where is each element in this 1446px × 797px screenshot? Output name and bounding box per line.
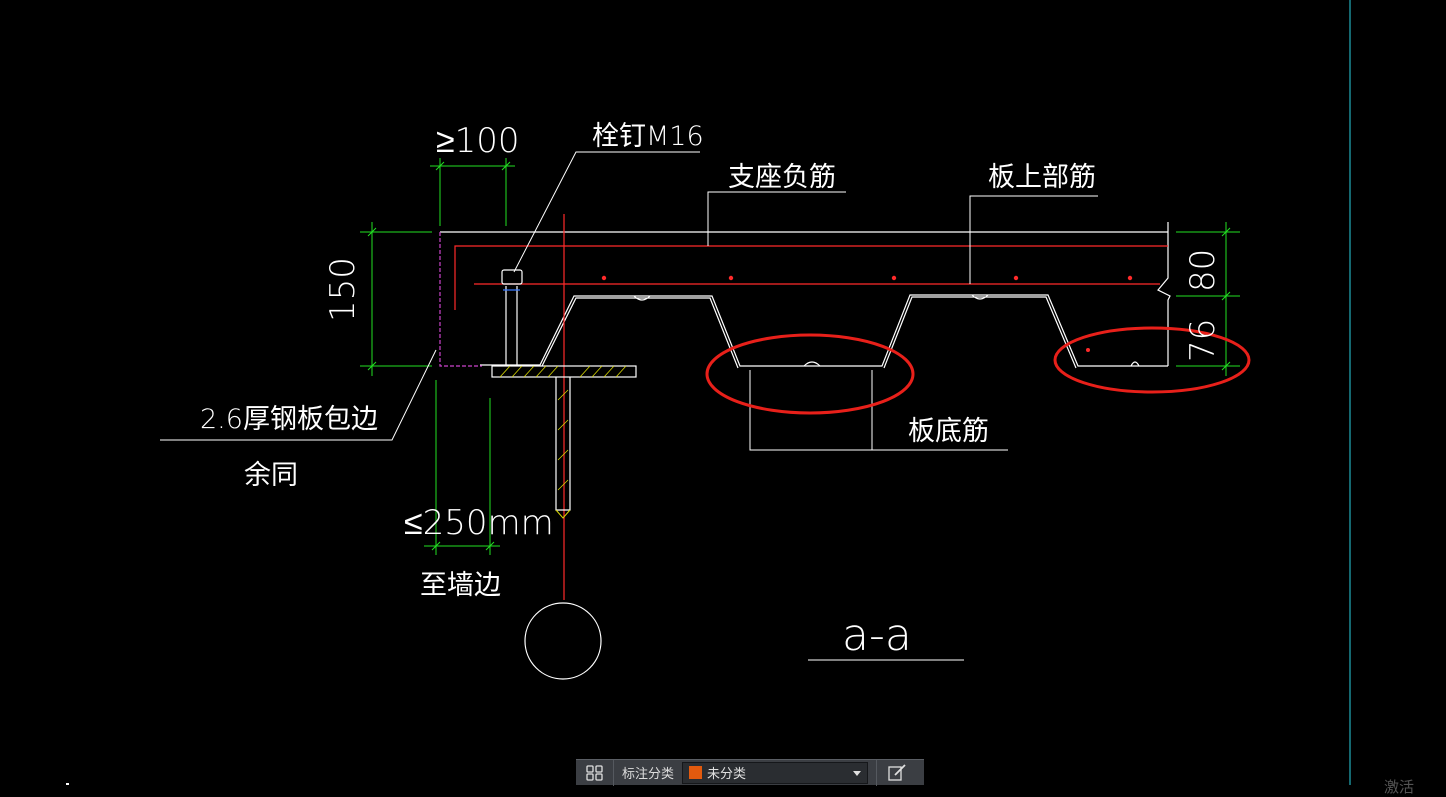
to-wall-edge-label: 至墙边 (420, 570, 501, 601)
same-below-label: 余同 (244, 460, 298, 491)
dimension-lines (360, 158, 1240, 555)
slab-outline (440, 222, 1171, 369)
grid-view-button[interactable] (576, 759, 614, 786)
rebar-dots (601, 275, 1133, 352)
top-rebar-label: 板上部筋 (988, 162, 1096, 193)
dim-max-250-label: ≤250mm (404, 503, 554, 543)
category-color-swatch (689, 766, 703, 779)
dim-76-label: 76 (1183, 319, 1223, 362)
cursor-mark (66, 783, 69, 785)
grid-view-icon (585, 764, 603, 781)
steel-beam (491, 365, 637, 519)
category-label: 标注分类 (622, 767, 675, 782)
section-name-label: a-a (842, 610, 912, 661)
category-select-value: 未分类 (707, 767, 747, 782)
edit-category-button[interactable] (876, 759, 916, 786)
edge-plate-label: 2.6厚钢板包边 (200, 404, 378, 435)
support-neg-rebar-label: 支座负筋 (728, 162, 836, 193)
stud-label: 栓钉M16 (592, 121, 704, 152)
chevron-down-icon (853, 770, 862, 776)
category-select[interactable]: 未分类 (682, 761, 869, 784)
column-circle (524, 602, 602, 680)
highlight-marks (705, 326, 1251, 415)
stud-bolt (501, 269, 523, 365)
bottom-rebar-label: 板底筋 (908, 416, 989, 447)
dim-80-label: 80 (1183, 249, 1223, 292)
dim-150-label: 150 (323, 257, 363, 322)
dim-min-100-label: ≥100 (436, 121, 520, 161)
edge-plate (439, 232, 482, 367)
annotation-toolbar: 标注分类 未分类 (576, 759, 924, 786)
rebar-lines (454, 214, 1168, 600)
edit-icon (887, 763, 906, 781)
activation-watermark: 激活 (1384, 778, 1415, 796)
leader-lines (160, 151, 1098, 661)
